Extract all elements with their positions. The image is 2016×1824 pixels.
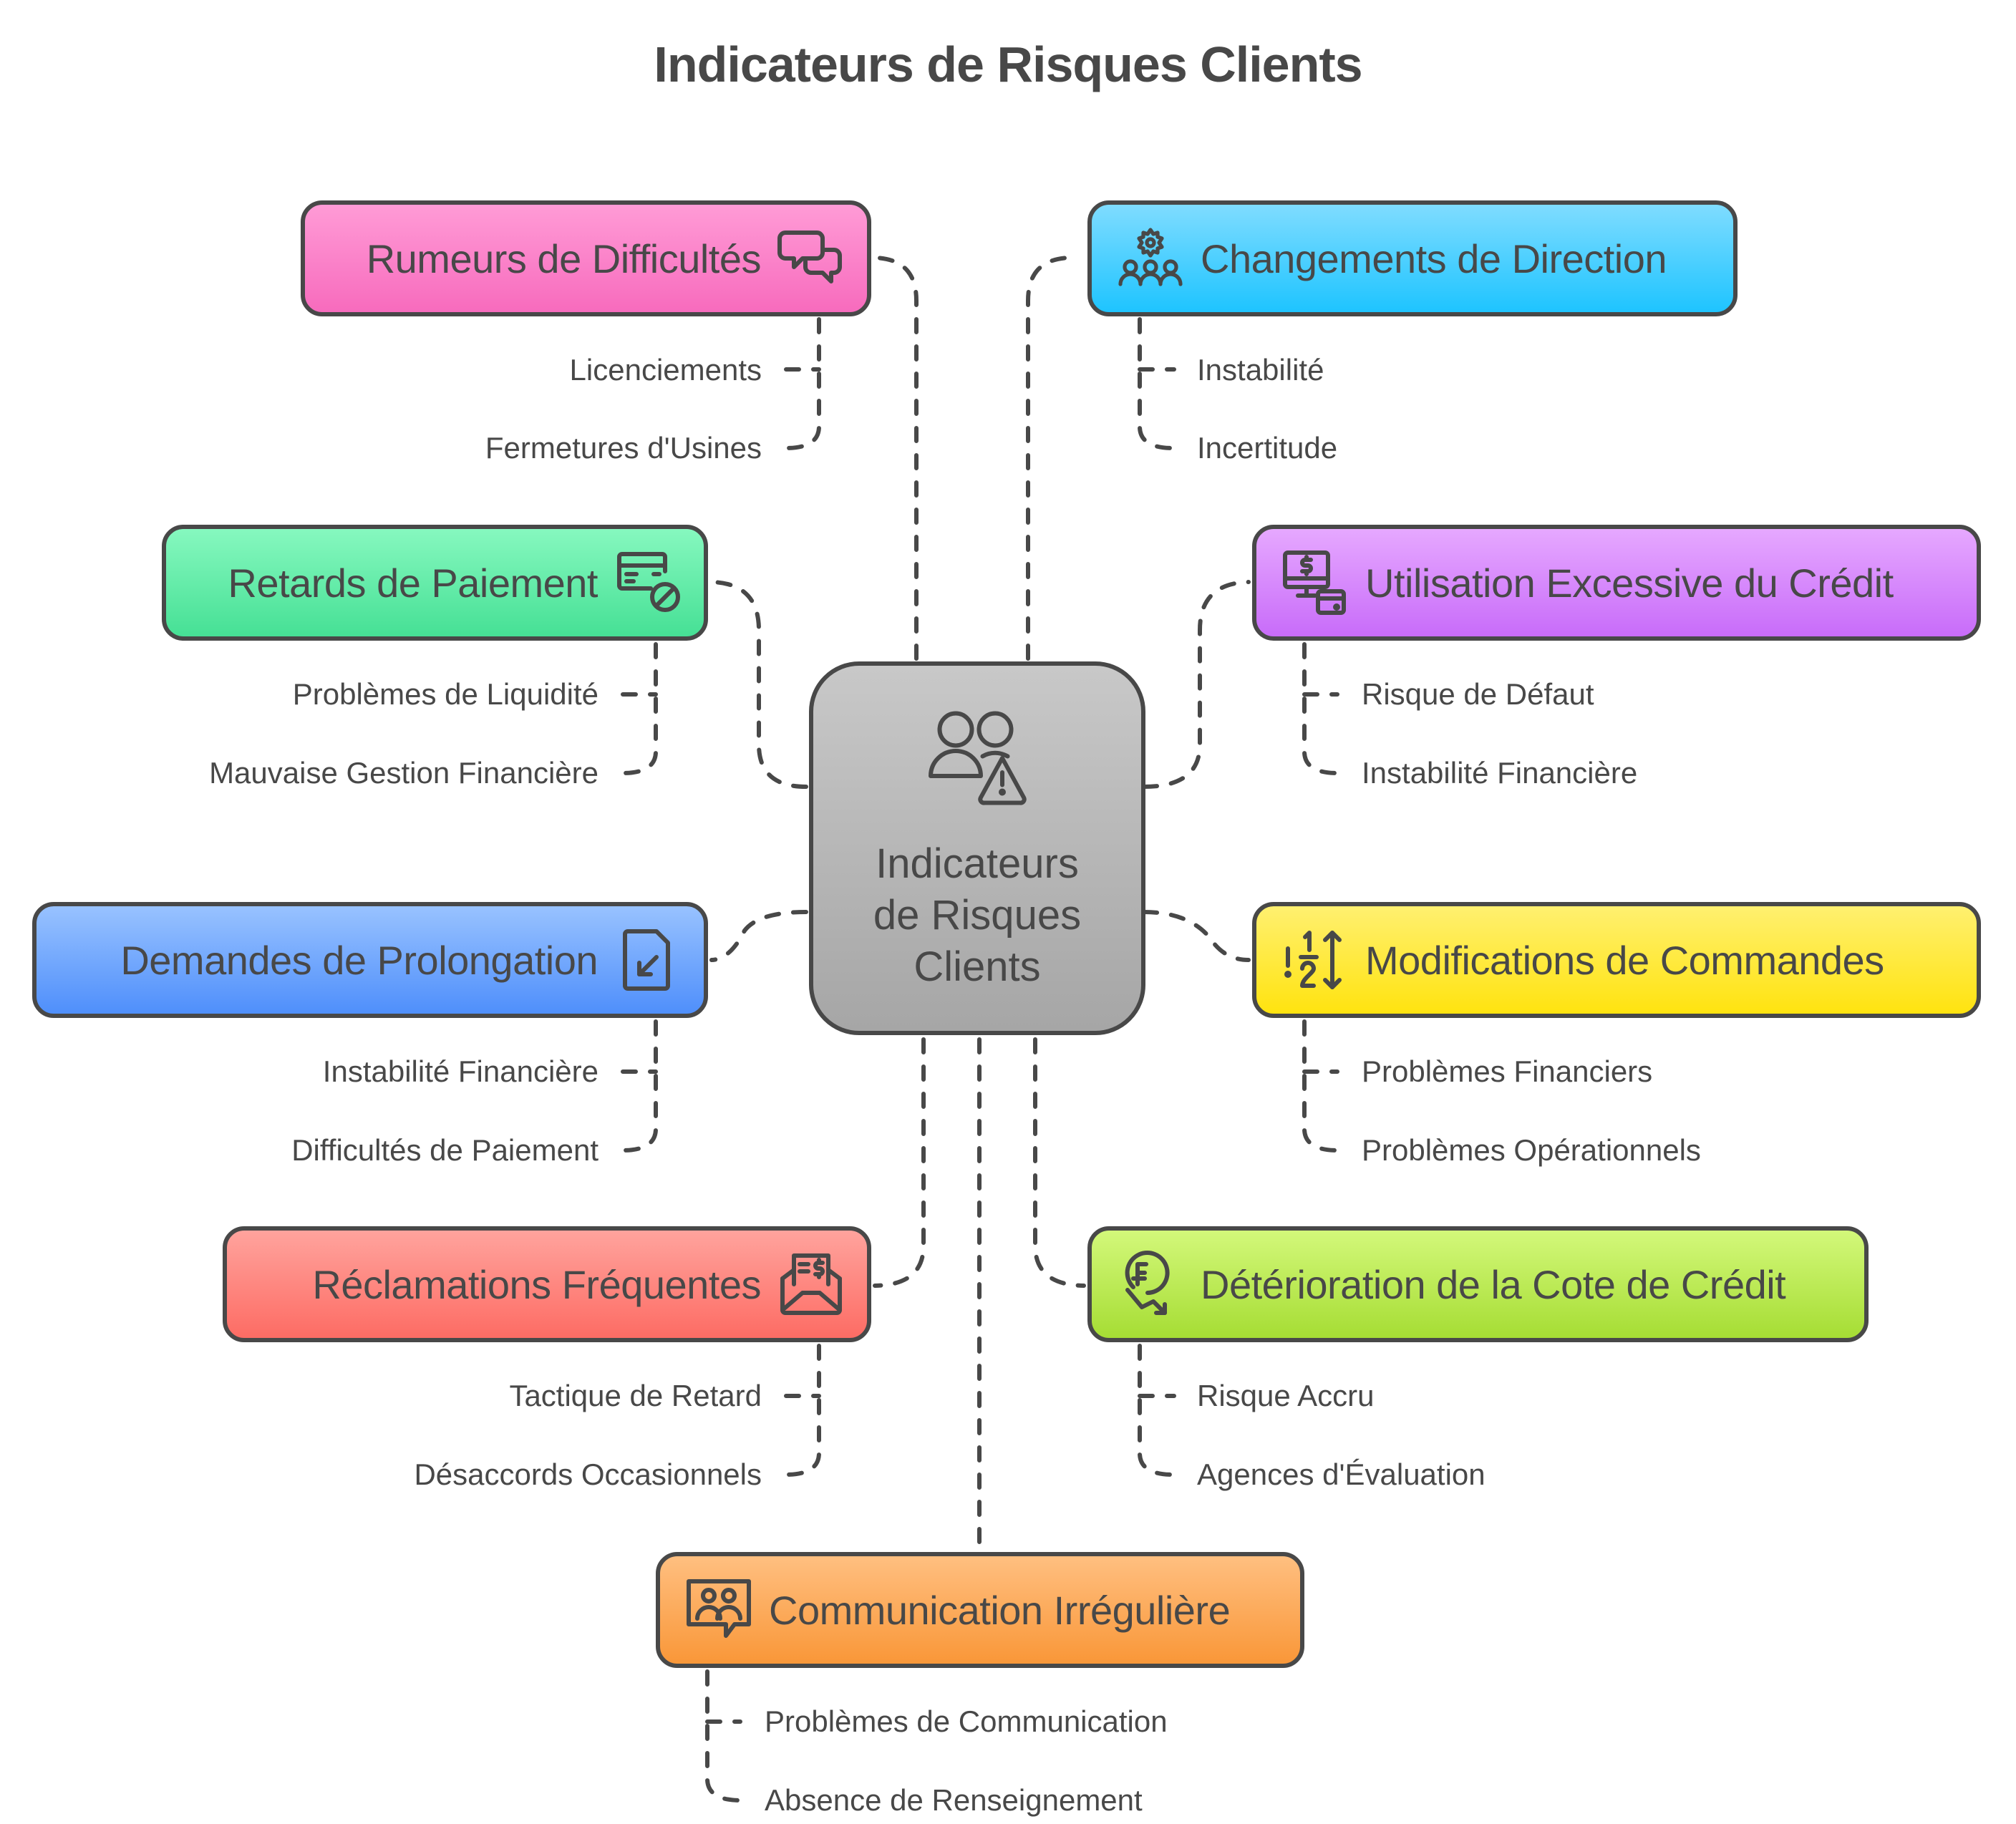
child-item: Problèmes de Liquidité: [292, 677, 598, 711]
node-label: Détérioration de la Cote de Crédit: [1201, 1261, 1786, 1307]
node-modifications[interactable]: Modifications de Commandes: [1252, 902, 1981, 1018]
node-label: Retards de Paiement: [228, 560, 598, 606]
child-item: Incertitude: [1197, 431, 1338, 465]
connector-utilisation-children: [1302, 642, 1338, 775]
child-item: Risque de Défaut: [1362, 677, 1594, 711]
node-retards[interactable]: Retards de Paiement: [162, 525, 708, 641]
connector-center-demandes: [709, 910, 808, 962]
connector-center-deterioration: [1033, 1037, 1086, 1288]
child-item: Désaccords Occasionnels: [414, 1457, 762, 1491]
node-label: Demandes de Prolongation: [120, 937, 598, 983]
connector-reclamations-children: [785, 1344, 821, 1477]
connector-communication-children: [705, 1669, 741, 1803]
users-warning-icon: [920, 704, 1034, 823]
node-label: Communication Irrégulière: [769, 1587, 1231, 1633]
child-item: Problèmes de Communication: [765, 1704, 1168, 1738]
document-arrow-icon: [614, 926, 682, 994]
team-gear-icon: [1116, 224, 1185, 293]
connector-center-reclamations: [873, 1037, 926, 1288]
diagram-title: Indicateurs de Risques Clients: [654, 37, 1362, 92]
node-label: Rumeurs de Difficultés: [366, 236, 762, 281]
connector-center-rumeurs: [873, 256, 919, 661]
center-node[interactable]: Indicateurs de Risques Clients: [809, 661, 1145, 1035]
node-label: Changements de Direction: [1201, 236, 1667, 281]
connector-demandes-children: [622, 1019, 658, 1153]
node-rumeurs[interactable]: Rumeurs de Difficultés: [301, 200, 871, 316]
child-item: Mauvaise Gestion Financière: [209, 756, 598, 790]
center-label-line-3: Clients: [914, 943, 1041, 990]
connector-center-modifications: [1142, 910, 1251, 962]
connector-rumeurs-children: [785, 317, 821, 450]
connector-retards-children: [622, 642, 658, 775]
node-label: Modifications de Commandes: [1365, 937, 1884, 983]
envelope-invoice-icon: [777, 1250, 845, 1319]
connector-center-retards: [709, 580, 808, 789]
node-label: Utilisation Excessive du Crédit: [1365, 560, 1894, 606]
center-label-line-1: Indicateurs: [876, 840, 1079, 887]
node-reclamations[interactable]: Réclamations Fréquentes: [223, 1226, 871, 1342]
child-item: Fermetures d'Usines: [485, 431, 762, 465]
connector-center-utilisation: [1142, 580, 1251, 789]
child-item: Instabilité Financière: [1362, 756, 1638, 790]
fraction-arrows-icon: [1281, 926, 1349, 994]
monitor-dollar-card-icon: [1281, 548, 1349, 617]
child-item: Tactique de Retard: [509, 1379, 762, 1412]
franc-decline-icon: [1116, 1250, 1185, 1319]
connector-center-changements: [1026, 256, 1072, 661]
connector-modifications-children: [1302, 1019, 1338, 1153]
child-item: Instabilité Financière: [322, 1054, 598, 1088]
child-item: Licenciements: [569, 353, 762, 387]
node-demandes[interactable]: Demandes de Prolongation: [32, 902, 708, 1018]
child-item: Problèmes Opérationnels: [1362, 1133, 1701, 1167]
child-item: Difficultés de Paiement: [291, 1133, 598, 1167]
card-blocked-icon: [614, 548, 682, 617]
node-utilisation[interactable]: Utilisation Excessive du Crédit: [1252, 525, 1981, 641]
connector-deterioration-children: [1138, 1344, 1173, 1477]
child-item: Absence de Renseignement: [765, 1783, 1143, 1817]
child-item: Problèmes Financiers: [1362, 1054, 1653, 1088]
connector-changements-children: [1138, 317, 1173, 450]
chat-bubbles-icon: [777, 224, 845, 293]
node-label: Réclamations Fréquentes: [312, 1261, 761, 1307]
center-label-line-2: de Risques: [873, 891, 1082, 938]
center-label: Indicateurs de Risques Clients: [873, 838, 1081, 993]
child-item: Instabilité: [1197, 353, 1324, 387]
child-item: Risque Accru: [1197, 1379, 1375, 1412]
node-deterioration[interactable]: Détérioration de la Cote de Crédit: [1087, 1226, 1869, 1342]
child-item: Agences d'Évaluation: [1197, 1457, 1486, 1491]
people-chat-icon: [684, 1576, 753, 1644]
node-changements[interactable]: Changements de Direction: [1087, 200, 1738, 316]
node-communication[interactable]: Communication Irrégulière: [656, 1552, 1304, 1668]
